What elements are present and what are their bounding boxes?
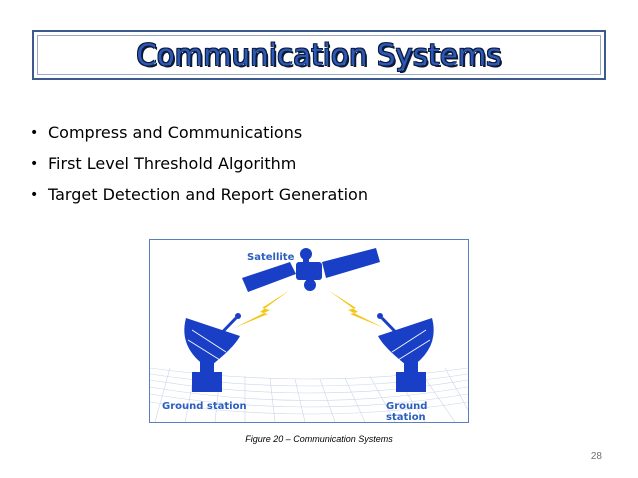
slide-title: Communication Systems xyxy=(136,38,502,72)
bullet-text: Target Detection and Report Generation xyxy=(48,184,368,204)
figure-caption: Figure 20 – Communication Systems xyxy=(245,434,393,444)
bullet-dot-icon: • xyxy=(30,155,39,172)
bullet-text: Compress and Communications xyxy=(48,122,303,142)
bullet-dot-icon: • xyxy=(30,186,39,203)
bullet-item: • Target Detection and Report Generation xyxy=(30,179,368,210)
bullet-list: • Compress and Communications • First Leve… xyxy=(30,117,368,210)
satellite-icon xyxy=(242,248,380,292)
ground-station-right-icon xyxy=(377,313,434,392)
satellite-label: Satellite xyxy=(247,252,295,263)
lightning-left-icon xyxy=(234,290,290,328)
ground-grid-icon xyxy=(150,367,468,422)
ground-station-left-label: Ground station xyxy=(162,401,247,412)
title-box: Communication Systems xyxy=(32,30,606,80)
bullet-text: First Level Threshold Algorithm xyxy=(48,153,297,173)
communication-diagram xyxy=(150,248,468,422)
lightning-right-icon xyxy=(328,290,384,328)
bullet-dot-icon: • xyxy=(30,124,39,141)
communication-figure: Satellite Ground station Ground station xyxy=(149,239,469,423)
bullet-item: • Compress and Communications xyxy=(30,117,368,148)
ground-station-right-label: Ground station xyxy=(386,401,428,423)
bullet-item: • First Level Threshold Algorithm xyxy=(30,148,368,179)
page-number: 28 xyxy=(590,451,602,462)
ground-station-left-icon xyxy=(184,313,241,392)
